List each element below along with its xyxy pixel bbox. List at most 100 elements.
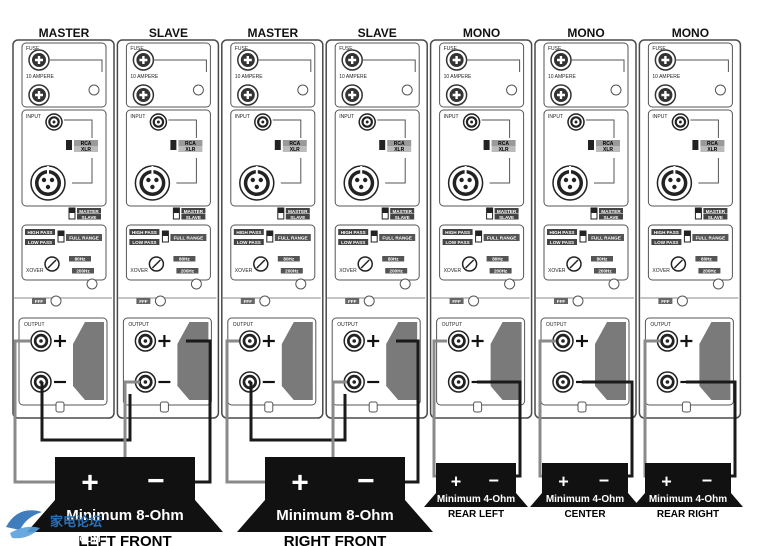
input-label: INPUT (339, 114, 354, 120)
slave-label: SLAVE (82, 215, 97, 220)
xover-label: XOVER (26, 268, 44, 274)
master-label: MASTER (706, 209, 726, 214)
speaker-impedance-label: Minimum 8-Ohm (66, 507, 184, 524)
input-section (21, 109, 107, 207)
module-header: MONO (463, 26, 500, 40)
xover-high-label: 200Hz (494, 269, 508, 274)
watermark-logo-icon (6, 510, 42, 539)
slave-label: SLAVE (499, 215, 514, 220)
xover-label: XOVER (339, 268, 357, 274)
master-label: MASTER (497, 209, 517, 214)
fuse-label: FUSE (235, 46, 249, 52)
high-pass-label: HIGH PASS (654, 230, 679, 235)
fuse-section (21, 42, 107, 108)
indicator-led-icon (259, 295, 271, 307)
speaker-wire (13, 339, 65, 484)
indicator-led-icon (676, 295, 688, 307)
input-section (230, 109, 316, 207)
indicator-led-icon (88, 84, 100, 96)
output-label: OUTPUT (24, 322, 45, 328)
xover-label: XOVER (235, 268, 253, 274)
fuse-rating: 10 AMPERE (444, 74, 472, 80)
mounting-slot (264, 401, 274, 413)
full-range-label: FULL RANGE (487, 236, 517, 241)
plus-sign-icon (158, 335, 171, 347)
mounting-slot (368, 401, 378, 413)
speaker-wire (40, 382, 132, 442)
slave-label: SLAVE (290, 215, 305, 220)
rca-label: RCA (707, 141, 718, 147)
plus-sign-icon (367, 335, 380, 347)
xover-high-label: 200Hz (285, 269, 299, 274)
module-header: MASTER (247, 26, 298, 40)
full-range-label: FULL RANGE (69, 236, 99, 241)
input-label: INPUT (652, 114, 667, 120)
input-label: INPUT (444, 114, 459, 120)
fuse-rating: 10 AMPERE (339, 74, 367, 80)
module-header: MASTER (39, 26, 90, 40)
input-selector-icon (66, 140, 72, 150)
input-selector-icon (274, 140, 281, 150)
mounting-slot (55, 401, 65, 413)
input-label: INPUT (235, 114, 250, 120)
high-pass-label: HIGH PASS (445, 230, 470, 235)
xlr-label: XLR (81, 147, 91, 153)
mounting-slot (681, 401, 691, 413)
input-label: INPUT (26, 114, 41, 120)
full-range-label: FULL RANGE (278, 236, 308, 241)
low-pass-label: LOW PASS (446, 240, 470, 245)
input-selector-icon (483, 140, 490, 150)
speaker-cone (27, 500, 223, 532)
input-selector-icon (170, 140, 177, 150)
slave-label: SLAVE (604, 215, 619, 220)
indicator-led-icon (401, 84, 413, 96)
fuse-rating: 10 AMPERE (26, 74, 54, 80)
plus-sign-icon (262, 335, 275, 347)
xover-high-label: 200Hz (76, 269, 90, 274)
indicator-led-icon (572, 295, 584, 307)
high-pass-label: HIGH PASS (132, 230, 157, 235)
master-label: MASTER (184, 209, 204, 214)
speaker-magnet (436, 463, 516, 493)
speaker-magnet (645, 463, 731, 493)
fff-label: FFF (348, 299, 357, 304)
speaker-cone (237, 500, 433, 532)
crossover-section (230, 224, 316, 281)
speaker-position-label: LEFT FRONT (78, 533, 171, 546)
speaker-position-label: REAR LEFT (448, 509, 504, 520)
rca-label: RCA (394, 141, 405, 147)
low-pass-label: LOW PASS (654, 240, 678, 245)
indicator-led-icon (192, 84, 204, 96)
input-selector-icon (588, 140, 594, 150)
fuse-label: FUSE (130, 46, 144, 52)
xover-high-label: 200Hz (181, 269, 195, 274)
rca-label: RCA (498, 141, 509, 147)
indicator-led-icon (297, 84, 309, 96)
slave-label: SLAVE (708, 215, 723, 220)
rca-label: RCA (289, 141, 300, 147)
xover-low-label: 80Hz (701, 257, 712, 262)
speaker-magnet (265, 457, 405, 500)
speaker-positive-label: + (558, 472, 569, 492)
master-label: MASTER (392, 209, 412, 214)
indicator-led-icon (712, 278, 724, 290)
speaker-cone (424, 493, 528, 507)
plus-sign-icon (576, 335, 588, 347)
rca-label: RCA (185, 141, 196, 147)
fuse-label: FUSE (652, 46, 666, 52)
xlr-label: XLR (394, 147, 404, 153)
xover-label: XOVER (652, 268, 670, 274)
input-label: INPUT (130, 114, 145, 120)
speaker-positive-label: + (661, 472, 672, 492)
speaker-magnet (542, 463, 628, 493)
xover-high-label: 200Hz (598, 269, 612, 274)
speaker-negative-label: − (147, 465, 165, 498)
input-section (125, 109, 211, 207)
xover-label: XOVER (130, 268, 148, 274)
